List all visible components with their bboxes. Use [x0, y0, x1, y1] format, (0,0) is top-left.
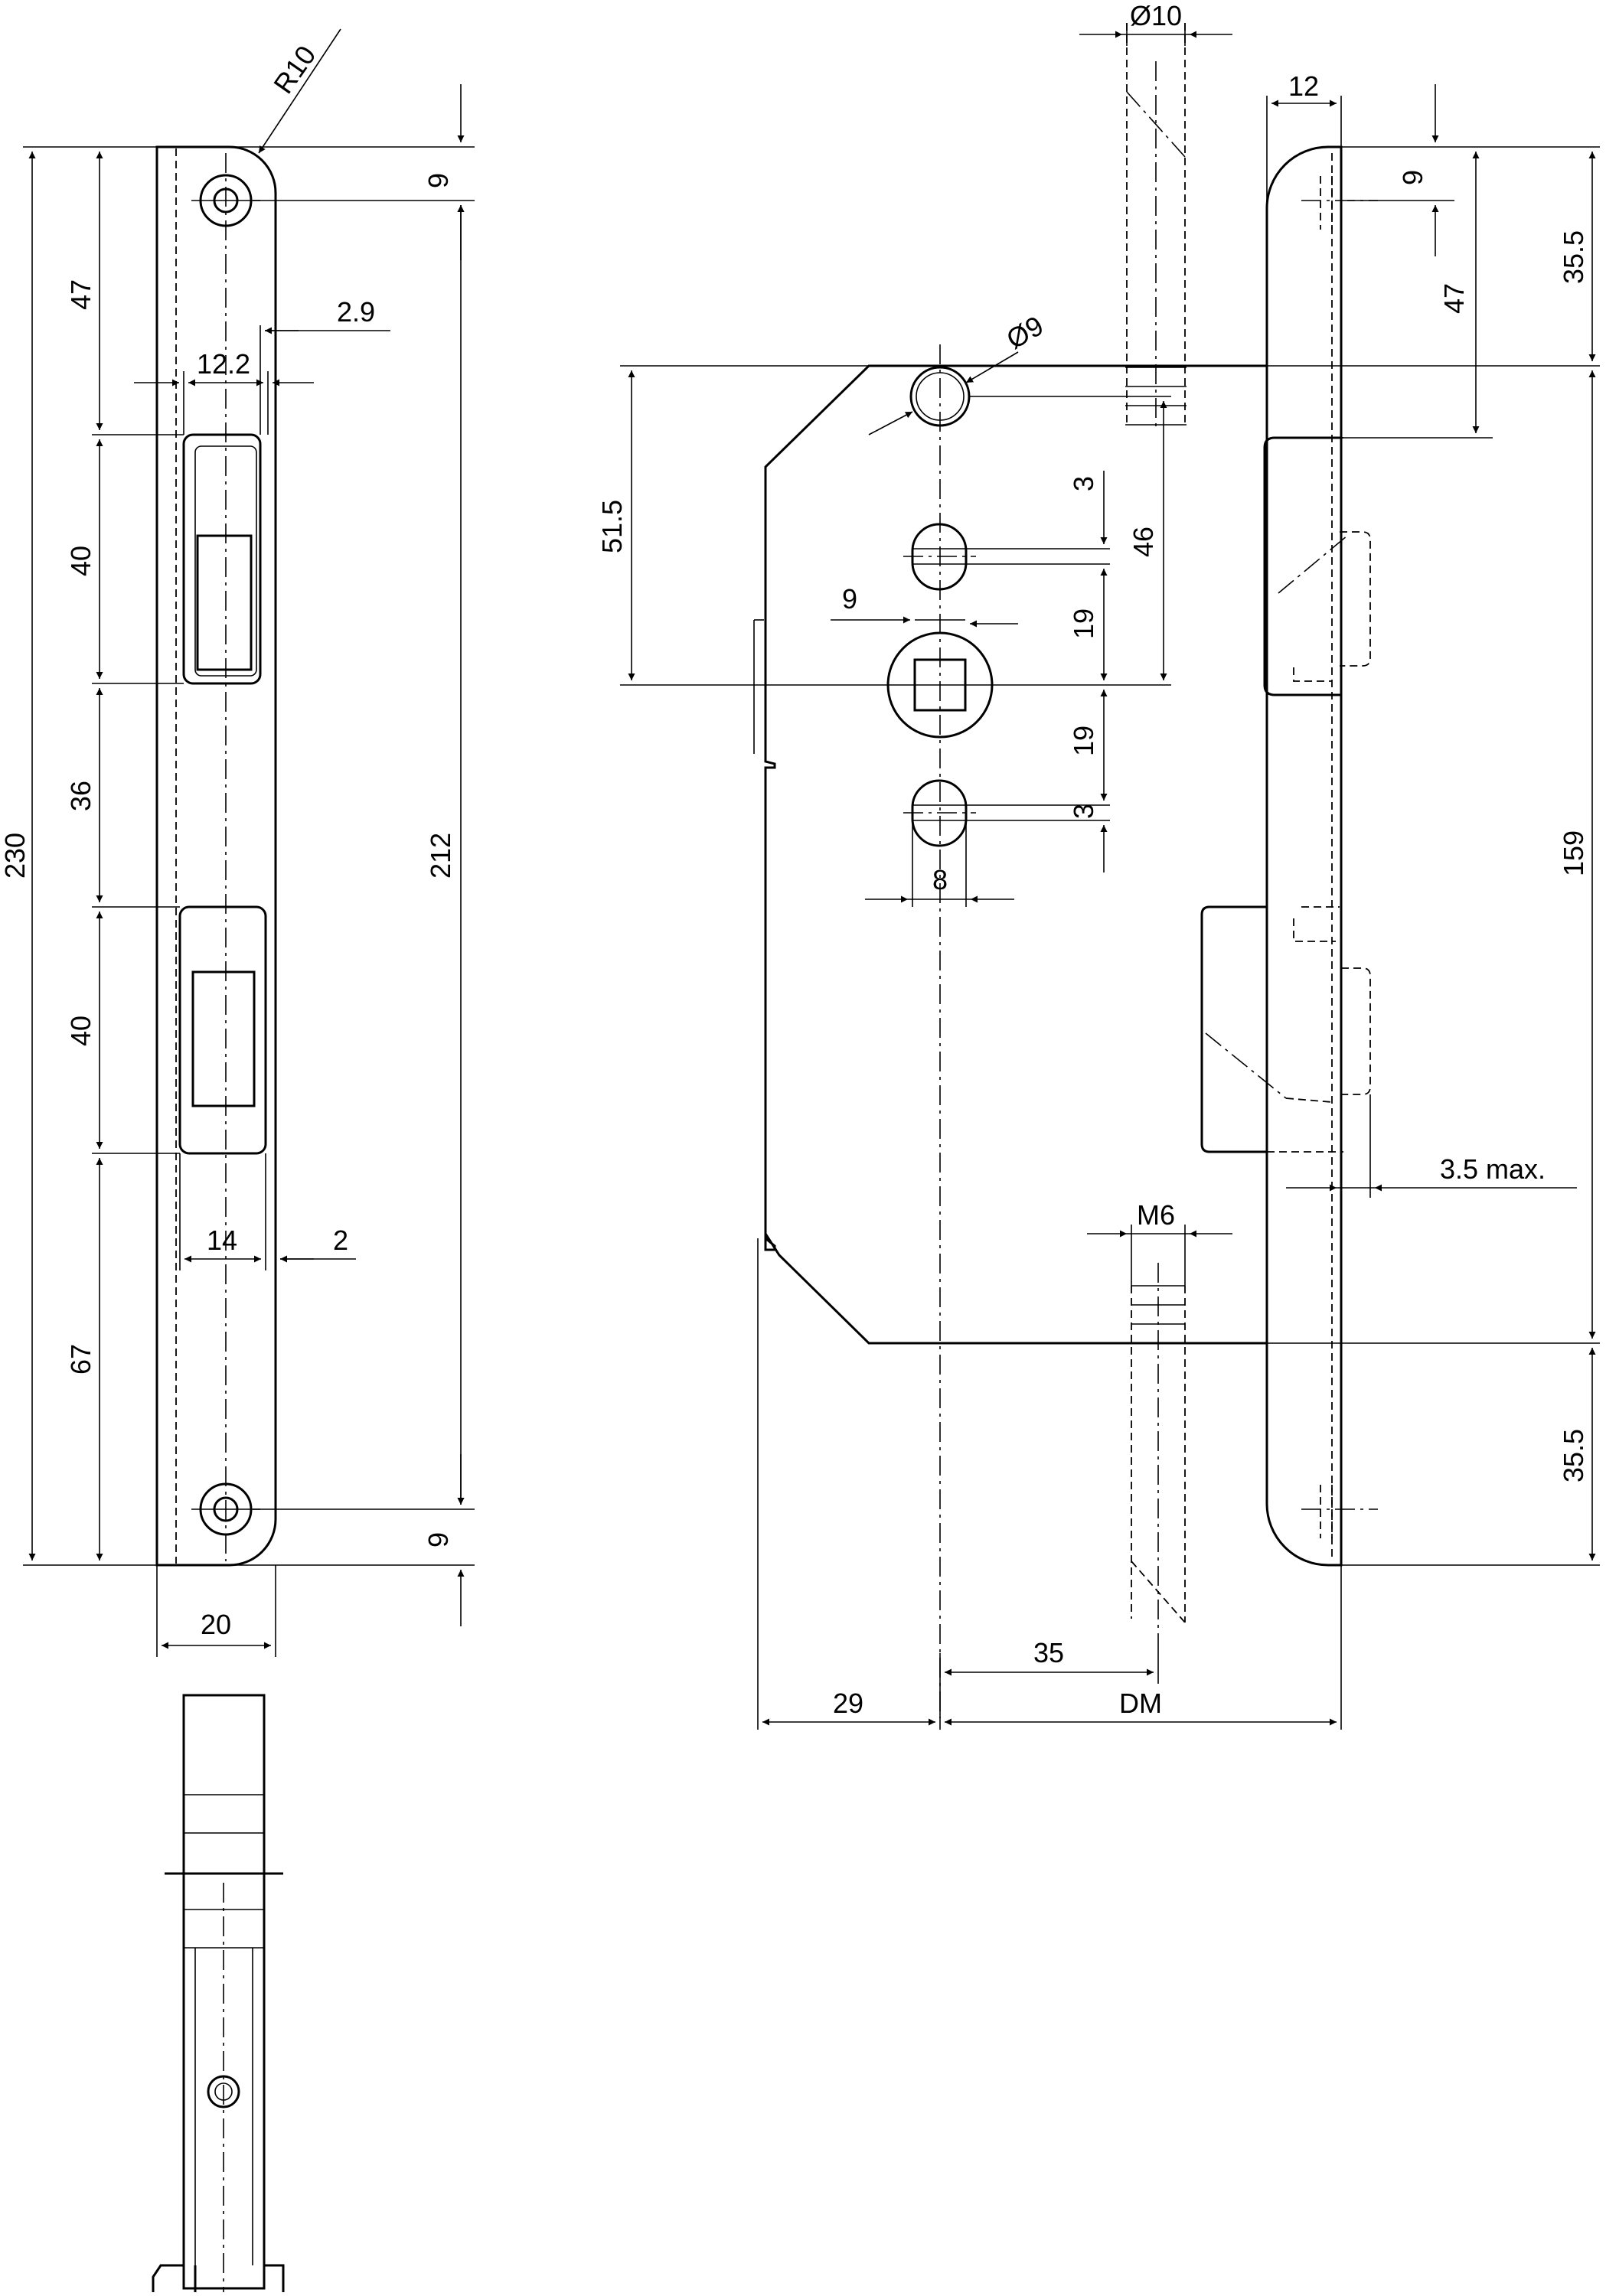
dim-strike-seg-top: 47: [65, 279, 96, 310]
strike-dimension-lines: [23, 28, 475, 1657]
lock-dimension-lines: [620, 23, 1600, 1730]
upper-cylinder-slot: [903, 523, 1110, 591]
strike-dimension-labels: R10 9 9 47 40 36 40 67 230 212 2.9 12.2 …: [0, 40, 456, 1640]
dim-case-height: 159: [1558, 830, 1589, 876]
strike-lower-opening: [178, 905, 267, 1155]
dim-square-follower: 9: [842, 583, 857, 615]
dim-case-top-to-follower: 51.5: [596, 500, 628, 553]
dim-strike-hole-spacing: 212: [425, 833, 456, 879]
strike-top-hole: [191, 174, 260, 227]
dead-bolt: [1200, 905, 1371, 1153]
lock-body: [753, 23, 1378, 1718]
dim-slot-height-lower: 3: [1068, 804, 1099, 819]
lock-case-outline: [764, 364, 1267, 1345]
dim-follower-to-lower-slot: 19: [1068, 726, 1099, 756]
faceplate-bottom-hole: [1301, 1485, 1378, 1538]
latch-bolt: [1263, 436, 1371, 696]
dim-strike-seg-middle: 36: [65, 781, 96, 811]
dim-slot-width: 8: [932, 864, 948, 895]
dim-bolt-to-follower: 46: [1128, 527, 1159, 557]
dim-bolt-hole-diameter: Ø9: [1001, 309, 1049, 355]
dim-backset: DM: [1119, 1688, 1162, 1719]
lock-faceplate: [1265, 145, 1343, 1567]
dim-strike-overall: 230: [0, 833, 31, 879]
dim-strike-radius: R10: [267, 40, 322, 99]
dim-strike-seg-bottom: 67: [65, 1344, 96, 1375]
dim-deadbolt-throw: 3.5 max.: [1440, 1153, 1546, 1185]
dim-strike-plate-width: 20: [201, 1609, 231, 1640]
dim-thread: M6: [1137, 1199, 1175, 1231]
strike-bottom-hole: [191, 1482, 260, 1536]
dim-strike-seg-lower-opening: 40: [65, 1016, 96, 1046]
bottom-spindle: [1131, 1263, 1186, 1653]
dim-strike-hole-top: 9: [423, 173, 454, 188]
strike-upper-opening: [182, 433, 262, 685]
dim-slot-height-upper: 3: [1068, 476, 1099, 491]
dim-follower-to-upper-slot: 19: [1068, 608, 1099, 639]
strike-side-view: [152, 1694, 285, 2292]
dim-faceplate-width: 12: [1288, 70, 1319, 102]
lock-dimension-labels: Ø10 12 9 35.5 47 Ø9 51.5 3 46 9 19 19 3 …: [596, 0, 1589, 1719]
strike-plate-outline: [155, 145, 277, 1567]
dim-strike-hole-bottom: 9: [423, 1532, 454, 1548]
top-spindle: [1125, 23, 1187, 429]
dim-strike-seg-upper-opening: 40: [65, 546, 96, 576]
dim-strike-opening-width-upper: 12.2: [197, 348, 250, 380]
dim-faceplate-bottom-to-case: 35.5: [1558, 1429, 1589, 1482]
dim-faceplate-top-to-latch: 47: [1438, 283, 1470, 314]
faceplate-top-hole: [1301, 176, 1378, 230]
dim-faceplate-top-to-case: 35.5: [1558, 230, 1589, 284]
lower-cylinder-slot: [903, 779, 1110, 847]
dim-strike-opening-width-lower: 14: [207, 1225, 237, 1256]
dim-spindle-diameter: Ø10: [1130, 0, 1182, 31]
dim-case-back-to-follower: 29: [833, 1688, 863, 1719]
dim-strike-edge-offset: 2: [333, 1225, 348, 1256]
dim-screw-distance: 35: [1033, 1637, 1064, 1668]
dim-faceplate-top-hole: 9: [1397, 170, 1428, 185]
dim-strike-lip-offset: 2.9: [337, 296, 375, 328]
